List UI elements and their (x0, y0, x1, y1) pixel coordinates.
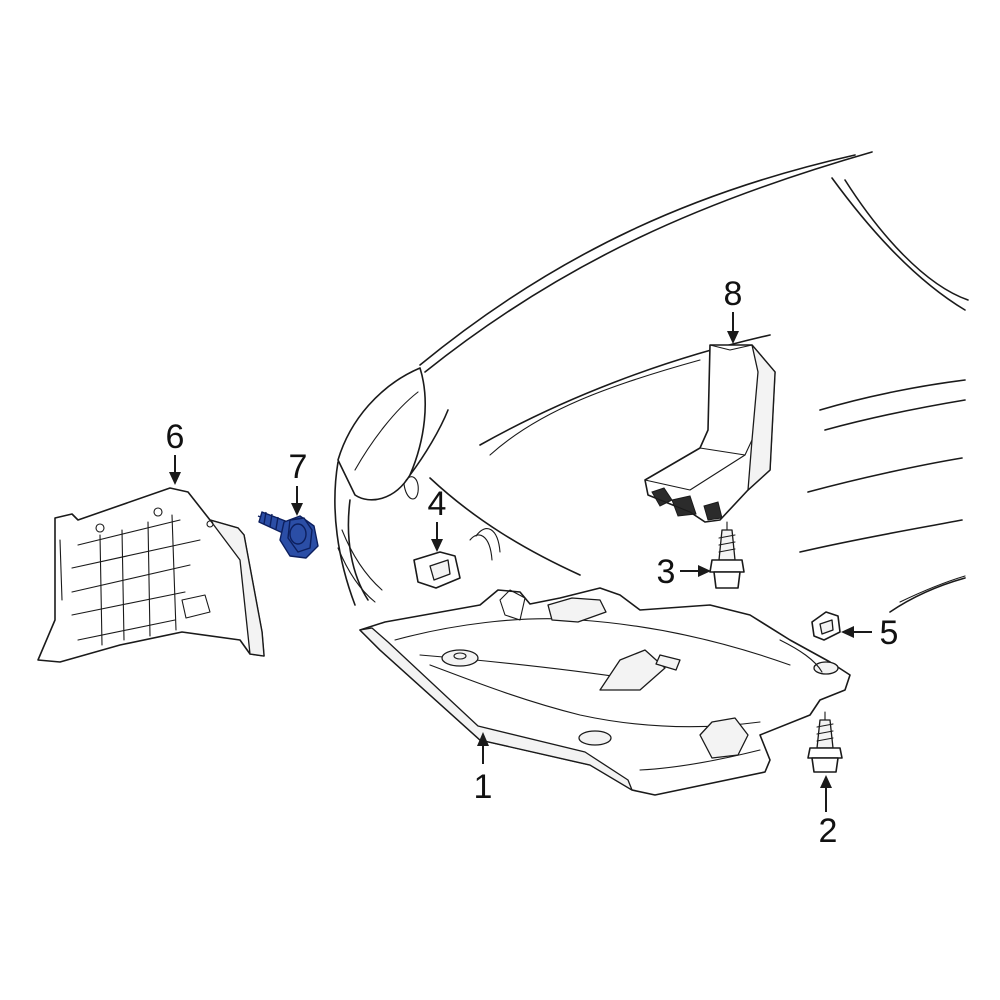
leader-lines (169, 312, 872, 812)
part-4-clip (413, 551, 461, 589)
arrow-1 (477, 732, 489, 746)
part-7-screw-highlighted (257, 511, 319, 559)
callout-6: 6 (166, 418, 185, 456)
callout-5: 5 (880, 614, 899, 652)
callout-2: 2 (819, 812, 838, 850)
arrow-5 (841, 626, 854, 638)
callout-7: 7 (289, 448, 308, 486)
part-3-bolt (709, 521, 745, 589)
arrow-3 (698, 565, 711, 577)
part-5-clip (811, 611, 841, 641)
callout-4: 4 (428, 485, 447, 523)
arrow-7 (291, 503, 303, 516)
part-1-splash-shield (359, 587, 851, 796)
part-6-side-shield (37, 487, 265, 663)
callout-3: 3 (657, 553, 676, 591)
callout-labels: 8 3 4 5 2 1 6 7 (166, 275, 899, 850)
arrow-6 (169, 472, 181, 485)
vehicle-body-outline (334, 151, 969, 613)
callout-1: 1 (474, 768, 493, 806)
arrow-2 (820, 775, 832, 788)
arrow-8 (727, 331, 739, 344)
callout-8: 8 (724, 275, 743, 313)
part-8-air-duct (644, 344, 776, 523)
part-2-bolt (807, 711, 843, 773)
arrow-4 (431, 539, 443, 552)
